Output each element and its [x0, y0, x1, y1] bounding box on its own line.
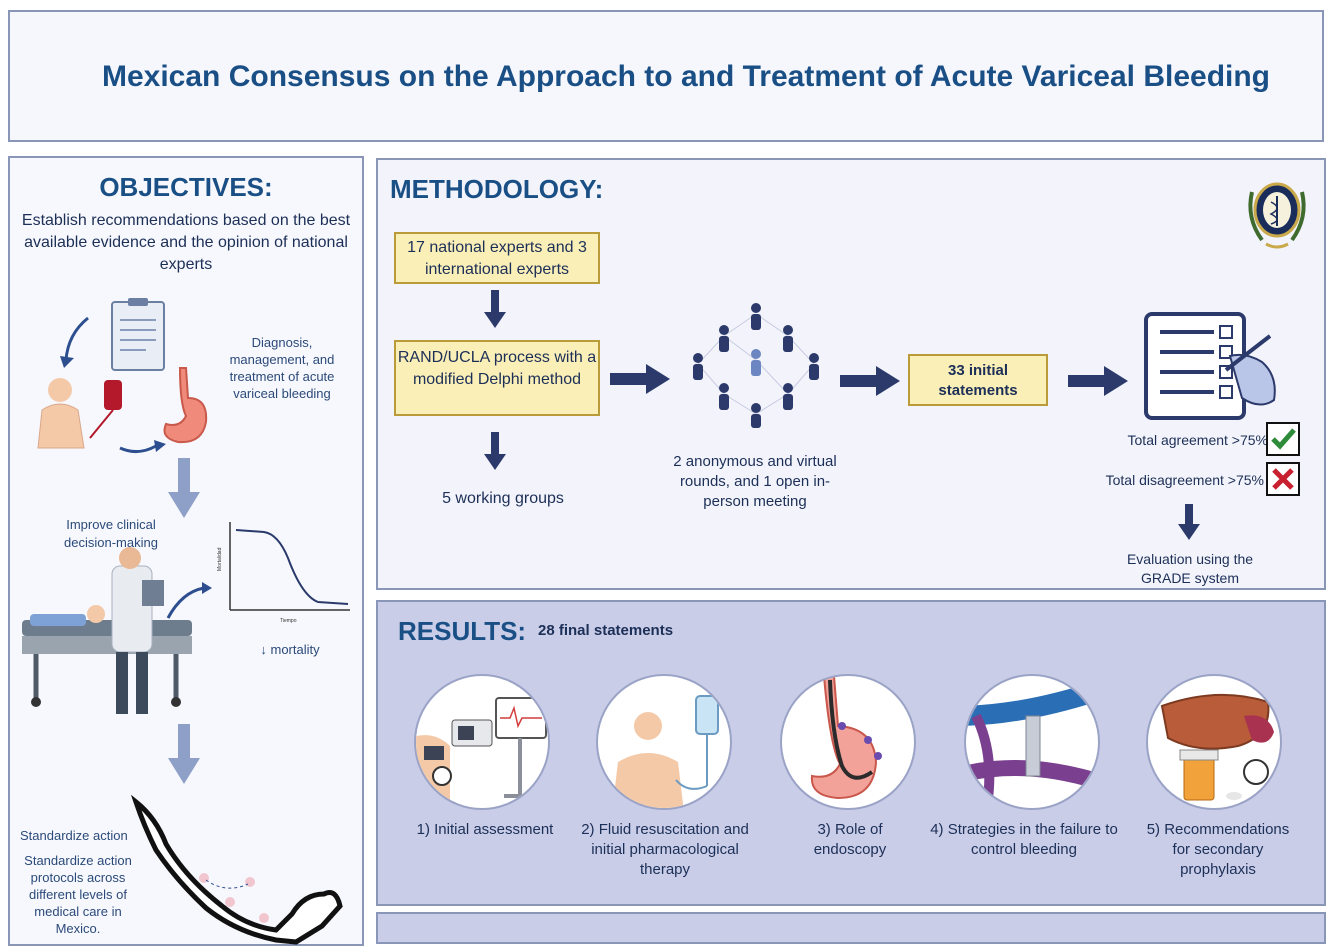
vessels-stent-icon [966, 680, 1098, 808]
mortality-chart: Mortalidad Tiempo [217, 522, 350, 624]
statements-box: 33 initial statements [908, 354, 1048, 406]
iv-patient-icon [612, 695, 719, 808]
check-icon [1266, 422, 1300, 456]
down-arrow-icon [484, 290, 506, 328]
down-arrow-icon [484, 432, 506, 470]
checklist-icon [1144, 312, 1276, 420]
down-arrow-icon [1178, 504, 1200, 540]
result-label-2: 2) Fluid resuscitation and initial pharm… [581, 821, 749, 878]
objectives-heading: OBJECTIVES: [99, 172, 273, 202]
results-panel: RESULTS: 28 final statements [376, 600, 1326, 906]
result-image-4 [964, 674, 1100, 810]
results-heading: RESULTS: [398, 616, 527, 646]
chart-xlabel: Tiempo [280, 618, 297, 624]
patient-illustration [37, 298, 166, 453]
evaluation-text: Evaluation using the GRADE system [1126, 551, 1254, 586]
mortality-label: ↓ mortality [260, 642, 320, 657]
result-image-5 [1146, 674, 1282, 810]
association-seal-icon [1248, 182, 1306, 249]
statements-text: 33 initial statements [938, 362, 1018, 399]
experts-box: 17 national experts and 3 international … [394, 232, 600, 284]
curved-arrow-icon [166, 582, 212, 619]
down-arrow-icon [168, 458, 200, 518]
methodology-heading: METHODOLOGY: [390, 174, 604, 204]
blood-bag-icon [104, 380, 122, 410]
chart-ylabel: Mortalidad [217, 547, 223, 571]
down-arrow-icon [168, 724, 200, 784]
result-label-3: 3) Role of endoscopy [813, 821, 887, 858]
standardize-cut-label: Standardize action [20, 828, 128, 840]
title-panel: Mexican Consensus on the Approach to and… [8, 10, 1324, 142]
mortality-curve [235, 529, 349, 605]
final-statements-text: 28 final statements [538, 622, 674, 639]
right-arrow-icon [1068, 366, 1128, 396]
people-network-icon [693, 303, 819, 428]
disagreement-text: Total disagreement >75% [1105, 472, 1264, 488]
rand-text: RAND/UCLA process with a modified Delphi… [397, 349, 597, 388]
clipboard-icon [111, 301, 165, 371]
stomach-icon [163, 367, 208, 444]
right-arrow-icon [840, 366, 900, 396]
result-image-2 [596, 674, 732, 810]
agreement-text: Total agreement >75% [1127, 432, 1268, 448]
vital-signs-monitor-icon [416, 697, 547, 808]
rand-box: RAND/UCLA process with a modified Delphi… [394, 340, 600, 416]
diagnosis-label: Diagnosis, management, and treatment of … [229, 335, 335, 401]
rounds-text: 2 anonymous and virtual rounds, and 1 op… [673, 453, 837, 510]
improve-label: Improve clinical decision-making [64, 517, 158, 550]
objectives-panel: OBJECTIVES: Establish recommendations ba… [8, 156, 364, 946]
standardize-label: Standardize action protocols across diff… [20, 852, 136, 937]
doctor-bed-illustration [22, 547, 192, 714]
result-label-4: 4) Strategies in the failure to control … [930, 821, 1118, 858]
bottom-strip [376, 912, 1326, 944]
result-image-3 [780, 674, 916, 810]
objectives-intro: Establish recommendations based on the b… [21, 212, 351, 273]
result-label-1: 1) Initial assessment [416, 821, 554, 838]
liver-pills-icon [1160, 693, 1274, 801]
result-image-1 [414, 674, 550, 810]
methodology-panel: METHODOLOGY: 17 national experts and 3 i… [376, 158, 1326, 590]
page-title: Mexican Consensus on the Approach to and… [101, 60, 1271, 93]
groups-text: 5 working groups [442, 490, 564, 507]
cross-icon [1266, 462, 1300, 496]
mexico-map [130, 794, 343, 945]
result-label-5: 5) Recommendations for secondary prophyl… [1146, 821, 1290, 878]
experts-text: 17 national experts and 3 international … [407, 239, 587, 278]
right-arrow-icon [610, 364, 670, 394]
endoscopy-stomach-icon [810, 676, 882, 800]
